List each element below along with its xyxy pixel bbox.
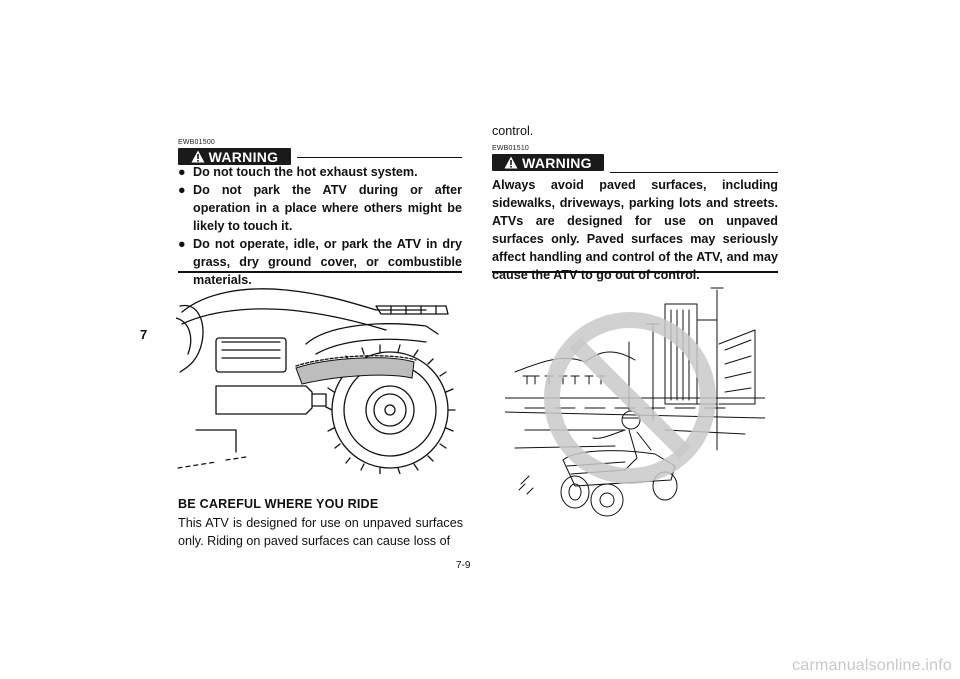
warning-label-left: WARNING (178, 148, 291, 165)
watermark: carmanualsonline.info (792, 657, 952, 674)
warning-label-right: WARNING (492, 154, 604, 171)
section-body: This ATV is designed for use on unpaved … (178, 516, 463, 548)
warning-list-left: ●Do not touch the hot exhaust system. ●D… (178, 163, 462, 289)
bullet-icon: ● (178, 237, 186, 251)
warning-item: ●Do not park the ATV during or after ope… (178, 183, 462, 233)
warning-rule-bottom-right (492, 271, 778, 273)
warning-rule-top-left (297, 157, 462, 158)
atv-rear-exhaust-illustration (176, 288, 456, 474)
warning-rule-bottom-left (178, 271, 462, 273)
warning-code-left: EWB01500 (178, 139, 216, 146)
warning-label-text: WARNING (522, 154, 592, 171)
warning-triangle-icon (191, 150, 205, 163)
warning-text-right: Always avoid paved surfaces, including s… (492, 178, 778, 282)
page-number: 7-9 (456, 560, 471, 571)
bullet-icon: ● (178, 183, 186, 197)
warning-item: ●Do not touch the hot exhaust system. (178, 165, 418, 179)
warning-label-text: WARNING (208, 148, 279, 165)
warning-triangle-icon (504, 156, 518, 169)
warning-item: ●Do not operate, idle, or park the ATV i… (178, 237, 462, 287)
warning-rule-top-right (610, 172, 778, 173)
bullet-icon: ● (178, 165, 186, 179)
atv-paved-road-prohibited-illustration (505, 287, 765, 517)
continued-text: control. (492, 124, 534, 138)
chapter-tab: 7 (140, 327, 148, 342)
warning-code-right: EWB01510 (492, 145, 530, 152)
section-heading: BE CAREFUL WHERE YOU RIDE (178, 497, 379, 511)
